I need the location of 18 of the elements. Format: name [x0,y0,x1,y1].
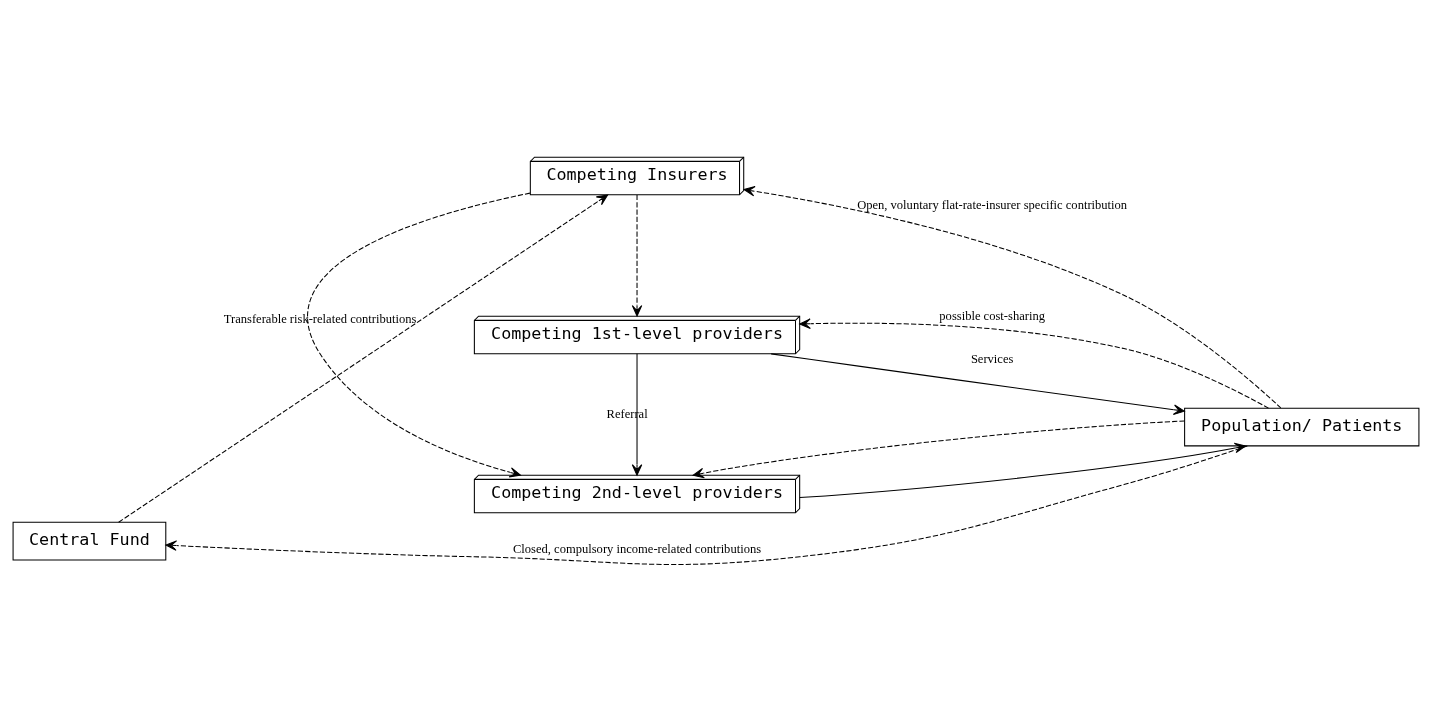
node-box: Population/ Patients [1184,407,1420,447]
node-box: Central Fund [12,521,167,561]
arrow [307,192,531,478]
arrow [165,445,1248,565]
arrow [799,318,1269,409]
edge-label: Referral [606,406,648,421]
arrow [799,442,1247,499]
arrow [770,353,1185,415]
edge-label: Transferable risk-related contributions [223,312,417,327]
arrow [118,194,609,523]
edge-label: Open, voluntary flat-rate-insurer specific contribution [857,198,1128,213]
edge-label: Services [970,351,1014,366]
arrow [631,353,643,476]
arrow [743,186,1282,409]
edge-label: possible cost-sharing [939,308,1045,323]
edge-label: Closed, compulsory income-related contributions [512,542,762,557]
arrow [631,194,643,317]
arrow [692,420,1185,479]
